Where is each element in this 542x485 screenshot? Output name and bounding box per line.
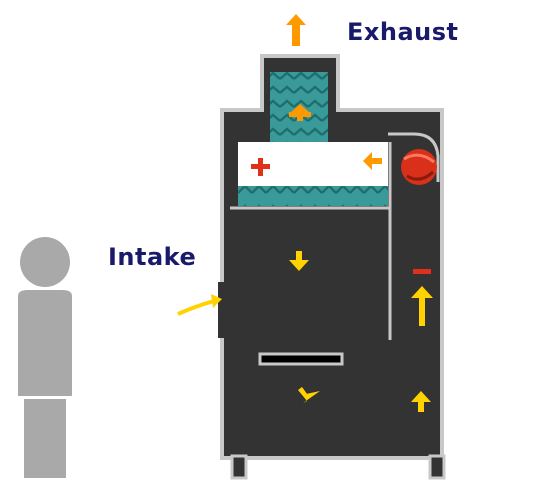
intake-opening — [218, 282, 227, 338]
person-torso — [18, 290, 72, 398]
heated-plus-icon — [251, 158, 270, 176]
exhaust-arrow-icon — [286, 14, 306, 46]
cabinet-foot-right — [428, 454, 446, 480]
fan-icon — [401, 149, 437, 185]
cabinet-body — [220, 54, 444, 460]
heated-left-arrow-icon — [363, 152, 382, 170]
exhaust-label: Exhaust — [347, 18, 459, 46]
fan-duct — [388, 132, 440, 182]
cabinet — [218, 54, 446, 480]
bottom-up-arrow-icon — [411, 391, 431, 412]
minus-icon — [413, 269, 431, 274]
intake-label: Intake — [108, 243, 197, 271]
person-legs — [24, 398, 66, 478]
intake-curved-arrow-icon — [177, 294, 222, 316]
person-silhouette-icon — [18, 237, 72, 478]
baffle-slot — [258, 352, 344, 366]
fan-highlight — [403, 153, 435, 164]
cabinet-foot-left — [230, 454, 248, 480]
person-head — [20, 237, 70, 287]
down-arrow-icon — [289, 251, 309, 271]
filter-plus-arrow-icon — [289, 104, 311, 121]
fan-shadow — [406, 170, 435, 181]
diagonal-arrow-icon — [298, 387, 320, 403]
riser-up-arrow-icon — [411, 286, 433, 326]
person-waist-line — [18, 396, 72, 399]
lower-filter — [238, 186, 388, 206]
